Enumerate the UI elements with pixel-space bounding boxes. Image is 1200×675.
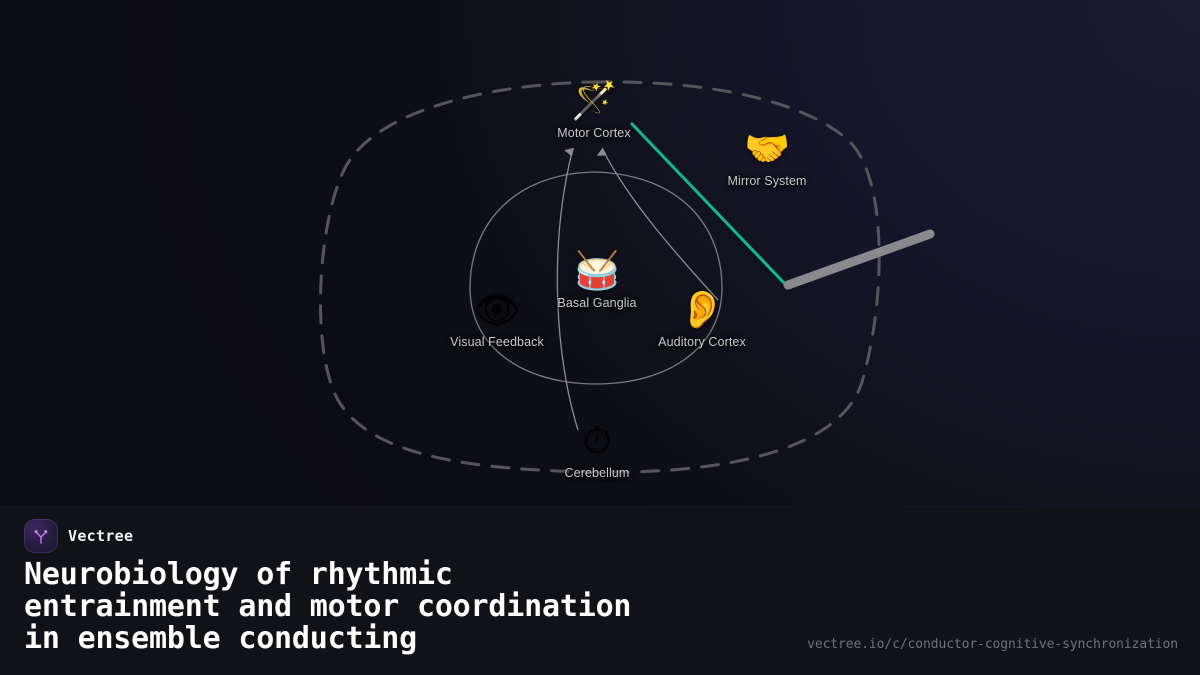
node-label: Visual Feedback [450,335,544,349]
logo-glyph [34,530,48,544]
node-label: Cerebellum [564,466,630,480]
node-visual-feedback[interactable]: 👁 Visual Feedback [422,288,572,350]
drum-icon: 🥁 [573,249,621,292]
concept-map-graph [318,80,935,474]
node-mirror-system[interactable]: 🤝 Mirror System [692,127,842,189]
ear-icon: 👂 [678,288,726,331]
source-url: vectree.io/c/conductor-cognitive-synchro… [807,637,1178,652]
teal-connector-line [630,122,788,287]
handshake-icon: 🤝 [743,127,791,170]
node-cerebellum[interactable]: ⏱ Cerebellum [522,419,672,481]
conductor-baton [783,229,935,290]
node-auditory-cortex[interactable]: 👂 Auditory Cortex [627,288,777,350]
edge-cerebellum-to-motor-cortex [556,147,579,431]
node-motor-cortex[interactable]: 🪄 Motor Cortex [519,79,669,141]
eye-icon: 👁 [473,288,521,331]
vectree-tree-mark-icon [24,519,58,553]
node-label: Auditory Cortex [658,335,746,349]
magic-wand-icon: 🪄 [570,79,618,122]
node-basal-ganglia[interactable]: 🥁 Basal Ganglia [522,249,672,311]
page-title: Neurobiology of rhythmic entrainment and… [24,557,632,656]
node-label: Motor Cortex [557,126,631,140]
edge-sensory-loop [469,171,723,385]
node-label: Basal Ganglia [557,296,637,310]
brand-lockup[interactable]: Vectree [24,519,133,553]
footer-panel: Vectree Neurobiology of rhythmic entrain… [0,506,1200,675]
stopwatch-icon: ⏱ [582,419,612,462]
system-boundary-path [318,80,881,474]
edge-auditory-to-motor-cortex [596,147,719,301]
node-label: Mirror System [727,174,807,188]
brand-name: Vectree [68,527,134,545]
